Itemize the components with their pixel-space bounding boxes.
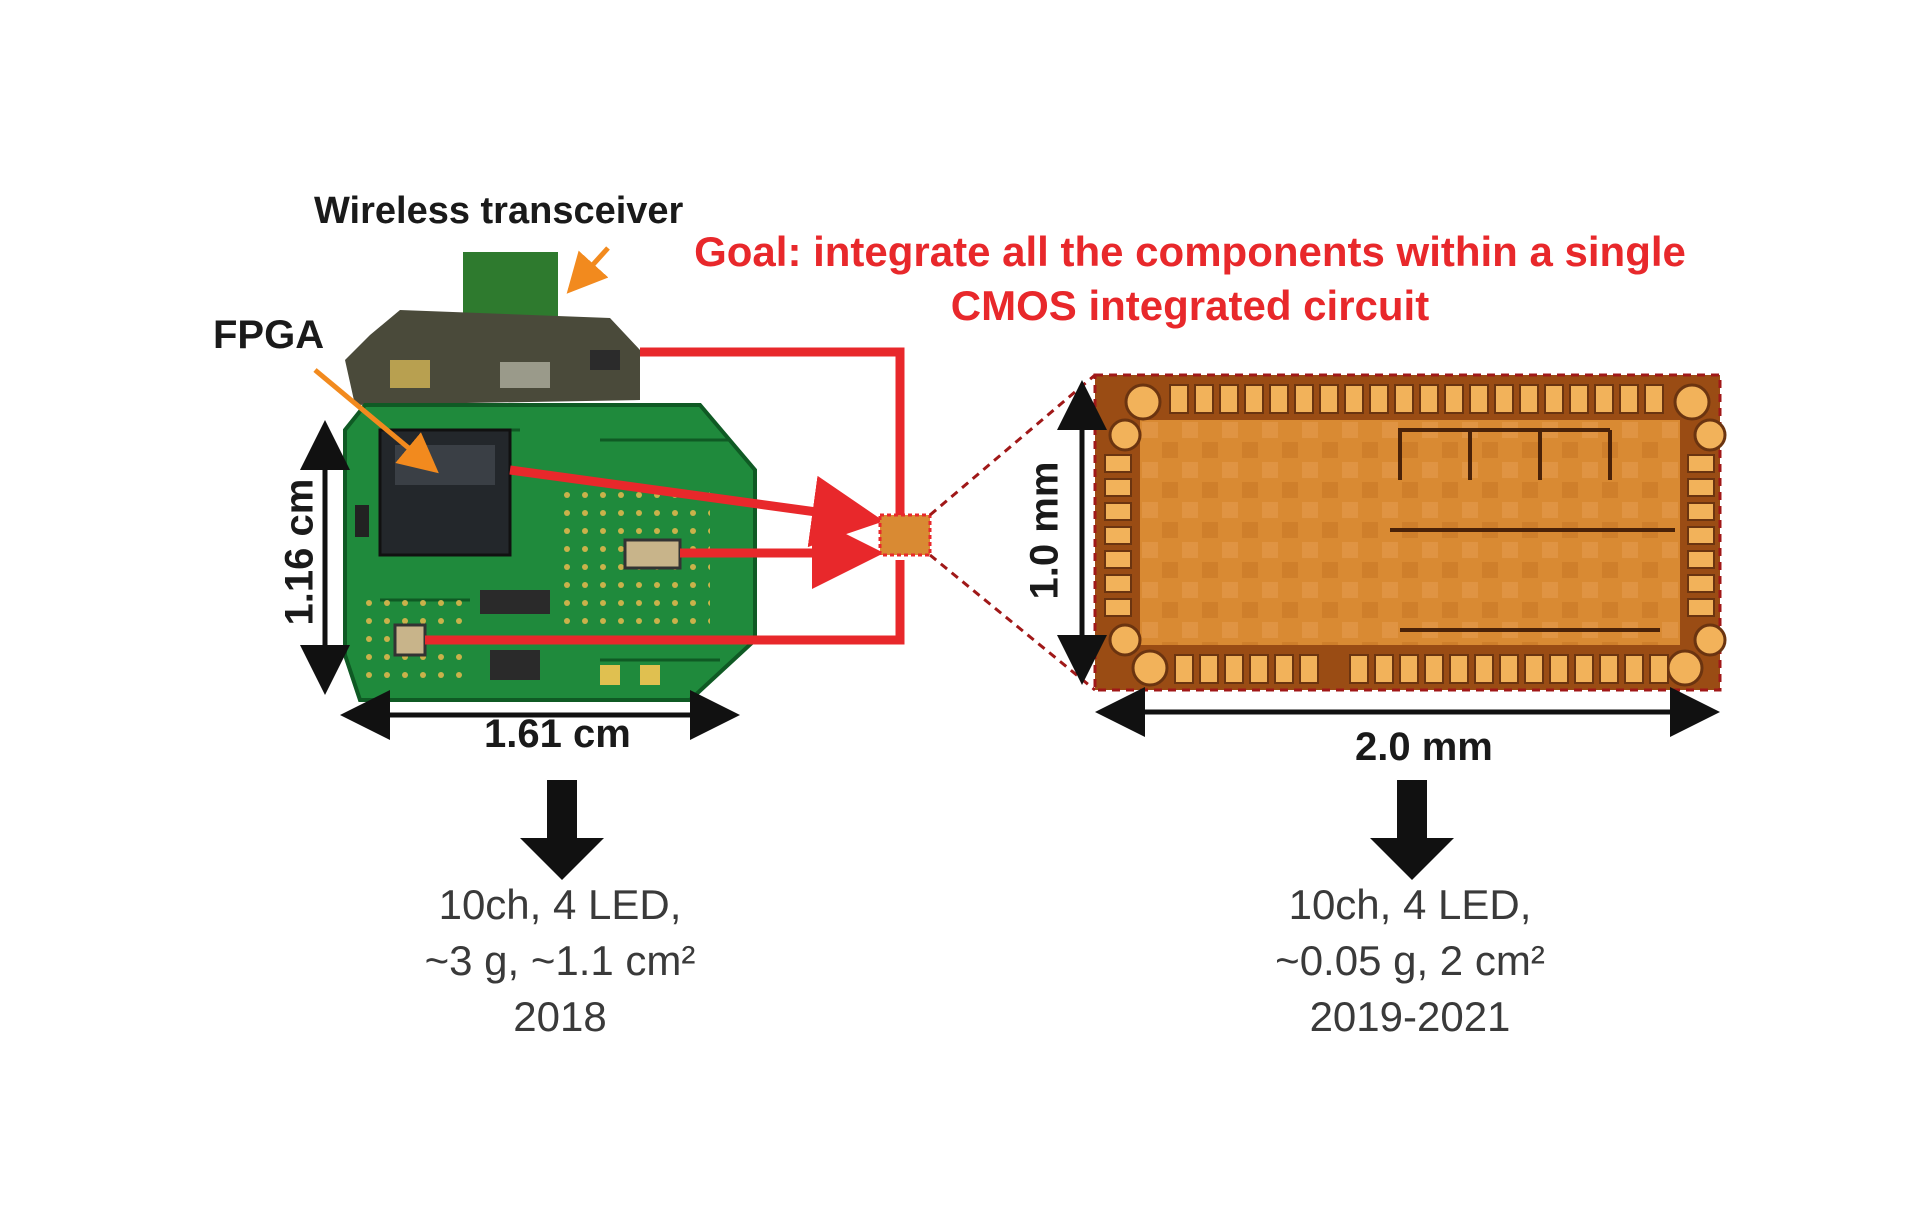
bond-pad [1174, 654, 1194, 684]
bond-pad [1399, 654, 1419, 684]
bond-pad [1619, 384, 1639, 414]
bond-pad [1104, 502, 1132, 521]
bond-pad [1294, 384, 1314, 414]
bond-pad [1104, 526, 1132, 545]
connector-lines [425, 347, 905, 645]
chip-core [1140, 420, 1680, 645]
pad-row-top [1169, 384, 1664, 414]
bond-pad [1449, 654, 1469, 684]
bond-pad [1494, 384, 1514, 414]
bond-pad [1569, 384, 1589, 414]
bond-pad [1649, 654, 1669, 684]
led-driver-chip [393, 623, 427, 657]
bond-pad [1299, 654, 1319, 684]
bond-pad [1104, 550, 1132, 569]
pcb-board [343, 252, 757, 702]
bond-pad [1687, 574, 1715, 593]
zoom-lines [929, 373, 1096, 692]
label-wireless-transceiver: Wireless transceiver [314, 190, 684, 232]
bond-pad [1524, 654, 1544, 684]
bond-pad [1687, 598, 1715, 617]
bond-pad [1319, 384, 1339, 414]
label-pcb-height: 1.16 cm [277, 478, 322, 626]
frontend-chip [623, 538, 682, 570]
bond-pad [1599, 654, 1619, 684]
pad-row-bottom [1174, 654, 1669, 684]
bond-pad [1169, 384, 1189, 414]
bond-pad [1194, 384, 1214, 414]
bond-pad [1549, 654, 1569, 684]
pad-row-right [1687, 454, 1715, 617]
bond-pad [1519, 384, 1539, 414]
left-down-arrow [520, 780, 604, 880]
pad-row-left [1104, 454, 1132, 617]
bond-pad [1687, 526, 1715, 545]
bond-pad [1104, 454, 1132, 473]
cmos-chip [1093, 373, 1727, 692]
fpga-pointer [313, 368, 439, 474]
right-down-arrow [1370, 780, 1454, 880]
left-spec-line-1: 10ch, 4 LED, [438, 881, 682, 928]
bond-pad [1424, 654, 1444, 684]
label-pcb-width: 1.61 cm [484, 712, 631, 756]
bond-pad [1269, 384, 1289, 414]
bond-pad [1104, 478, 1132, 497]
bond-pad [1224, 654, 1244, 684]
bond-pad [1474, 654, 1494, 684]
right-spec: 10ch, 4 LED, ~0.05 g, 2 cm² 2019-2021 [1200, 877, 1620, 1045]
bond-pad [1374, 654, 1394, 684]
bond-pad [1104, 574, 1132, 593]
label-chip-height: 1.0 mm [1022, 461, 1067, 600]
bond-pad [1394, 384, 1414, 414]
goal-line-1: Goal: integrate all the components withi… [694, 228, 1686, 275]
bond-pad [1499, 654, 1519, 684]
bond-pad [1349, 654, 1369, 684]
transceiver-pointer [566, 246, 610, 294]
bond-pad [1274, 654, 1294, 684]
bond-pad [1469, 384, 1489, 414]
target-chip-thumbnail [878, 513, 932, 557]
left-spec: 10ch, 4 LED, ~3 g, ~1.1 cm² 2018 [350, 877, 770, 1045]
goal-line-2: CMOS integrated circuit [950, 282, 1430, 329]
bond-pad [1219, 384, 1239, 414]
bond-pad [1544, 384, 1564, 414]
bond-pad [1444, 384, 1464, 414]
bond-pad [1624, 654, 1644, 684]
bond-pad [1574, 654, 1594, 684]
right-spec-line-1: 10ch, 4 LED, [1288, 881, 1532, 928]
left-spec-line-3: 2018 [513, 993, 607, 1040]
bond-pad [1687, 454, 1715, 473]
label-chip-width: 2.0 mm [1355, 725, 1493, 769]
left-spec-line-2: ~3 g, ~1.1 cm² [424, 937, 696, 984]
bond-pad [1199, 654, 1219, 684]
bond-pad [1594, 384, 1614, 414]
bond-pad [1369, 384, 1389, 414]
bond-pad [1249, 654, 1269, 684]
bond-pad [1344, 384, 1364, 414]
bond-pad [1687, 550, 1715, 569]
bond-pad [1644, 384, 1664, 414]
right-spec-line-2: ~0.05 g, 2 cm² [1275, 937, 1545, 984]
right-spec-line-3: 2019-2021 [1309, 993, 1511, 1040]
bond-pad [1687, 502, 1715, 521]
bond-pad [1104, 598, 1132, 617]
bond-pad [1419, 384, 1439, 414]
bond-pad [1687, 478, 1715, 497]
goal-text: Goal: integrate all the components withi… [690, 225, 1690, 333]
label-fpga: FPGA [213, 313, 325, 357]
bond-pad [1244, 384, 1264, 414]
